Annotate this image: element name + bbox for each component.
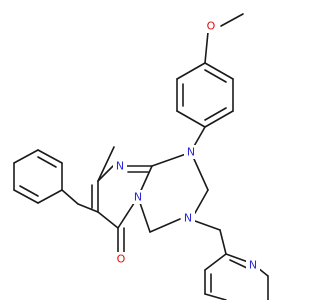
nitrogen-label: N [184,212,192,225]
nitrogen-label: N [116,160,124,173]
atom-o-methoxy: O [205,19,217,33]
atom-n1: N [184,145,198,159]
nitrogen-label: N [249,259,257,272]
oxygen-label: O [207,20,216,33]
aryl-n-bond [192,126,206,149]
nitrogen-label: N [134,191,142,204]
atom-n-pyridine: N [246,258,260,272]
molecule-canvas: O N N N N O N [13,13,269,300]
structure-diagram: O N N N N O N [13,13,269,300]
atom-n-ring-bottom: N [131,190,145,204]
atom-n-ring-left: N [113,159,127,173]
pyridylmethyl-group [194,220,269,300]
pyrimidinone-ring [91,165,153,253]
methoxy-group [204,13,244,64]
oxygen-label: O [117,253,126,266]
atom-o-carbonyl: O [114,252,128,266]
nitrogen-label: N [187,146,195,159]
atom-n3: N [181,211,195,225]
benzyl-group [13,149,99,213]
methoxyphenyl-ring [176,62,234,128]
methyl-bond [97,146,115,182]
